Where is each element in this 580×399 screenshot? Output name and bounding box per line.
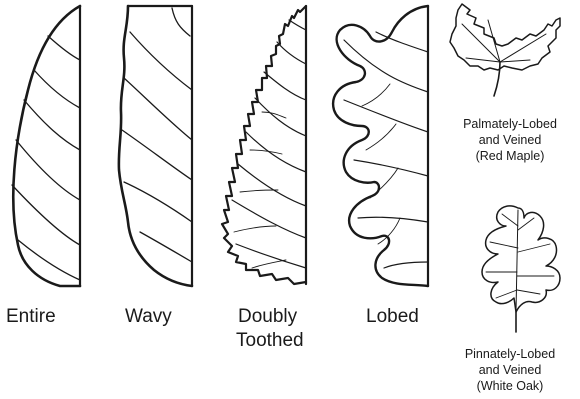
- label-wavy: Wavy: [125, 305, 172, 328]
- doubly-toothed-veinlet-5: [252, 260, 286, 268]
- white-oak-vein-2: [518, 218, 534, 230]
- lobed-vein-5: [358, 217, 428, 222]
- white-oak-vein-1: [502, 214, 518, 226]
- white-oak-vein-4: [518, 244, 550, 252]
- label-doubly-toothed-line2: Toothed: [236, 329, 304, 352]
- label-doubly-toothed-line1: Doubly: [238, 305, 297, 328]
- caption-white-oak-line1: Pinnately-Lobed: [446, 346, 574, 362]
- wavy-margin-illustration: [119, 6, 192, 286]
- lobed-vein-4: [354, 160, 428, 176]
- label-entire: Entire: [6, 305, 56, 328]
- red-maple-vein-lower-left: [466, 58, 500, 62]
- lobed-veinlet-2: [366, 124, 396, 150]
- doubly-toothed-veinlet-2: [250, 150, 282, 154]
- white-oak-vein-7: [496, 290, 517, 298]
- caption-red-maple-line3: (Red Maple): [446, 148, 574, 164]
- doubly-toothed-veinlet-3: [240, 190, 278, 192]
- wavy-vein-3: [124, 78, 192, 140]
- lobed-vein-1: [376, 32, 428, 52]
- entire-vein-4: [16, 140, 80, 200]
- lobed-vein-6: [384, 262, 428, 268]
- red-maple-leaf-outline: [450, 4, 560, 70]
- doubly-toothed-margin-illustration: [222, 6, 306, 284]
- entire-vein-2: [34, 70, 80, 108]
- red-maple-leaf-illustration: [450, 4, 560, 96]
- red-maple-vein-lower-right: [500, 60, 530, 62]
- doubly-toothed-vein-1: [289, 20, 306, 30]
- caption-red-maple-line1: Palmately-Lobed: [446, 116, 574, 132]
- entire-vein-3: [24, 100, 80, 150]
- red-maple-vein-right: [500, 34, 546, 62]
- doubly-toothed-margin-edge: [222, 6, 306, 284]
- doubly-toothed-vein-3: [264, 72, 306, 100]
- doubly-toothed-vein-6: [238, 164, 306, 206]
- entire-vein-1: [48, 36, 80, 60]
- lobed-margin-illustration: [333, 6, 428, 286]
- caption-red-maple-line2: and Veined: [446, 132, 574, 148]
- caption-white-oak-line2: and Veined: [446, 362, 574, 378]
- white-oak-leaf-illustration: [482, 206, 560, 332]
- lobed-margin-edge: [333, 6, 428, 286]
- wavy-vein-1: [172, 8, 190, 36]
- doubly-toothed-vein-2: [277, 42, 306, 64]
- wavy-vein-6: [140, 232, 192, 262]
- doubly-toothed-veinlet-1: [262, 112, 286, 118]
- wavy-margin-edge: [119, 6, 192, 286]
- entire-margin-illustration: [12, 6, 80, 286]
- caption-red-maple: Palmately-Lobed and Veined (Red Maple): [446, 116, 574, 164]
- white-oak-leaf-outline: [482, 206, 560, 312]
- lobed-vein-3: [344, 100, 428, 132]
- doubly-toothed-vein-7: [232, 200, 306, 238]
- doubly-toothed-vein-4: [255, 98, 306, 136]
- entire-vein-6: [18, 240, 80, 280]
- doubly-toothed-vein-5: [246, 132, 306, 172]
- lobed-veinlet-1: [362, 84, 390, 106]
- red-maple-petiole: [494, 62, 500, 96]
- wavy-vein-2: [130, 32, 192, 90]
- wavy-vein-4: [122, 130, 192, 180]
- white-oak-vein-3: [490, 242, 518, 248]
- doubly-toothed-veinlet-4: [234, 226, 276, 232]
- wavy-vein-5: [124, 182, 192, 222]
- label-lobed: Lobed: [366, 305, 419, 328]
- white-oak-vein-8: [517, 290, 540, 294]
- caption-white-oak: Pinnately-Lobed and Veined (White Oak): [446, 346, 574, 394]
- caption-white-oak-line3: (White Oak): [446, 378, 574, 394]
